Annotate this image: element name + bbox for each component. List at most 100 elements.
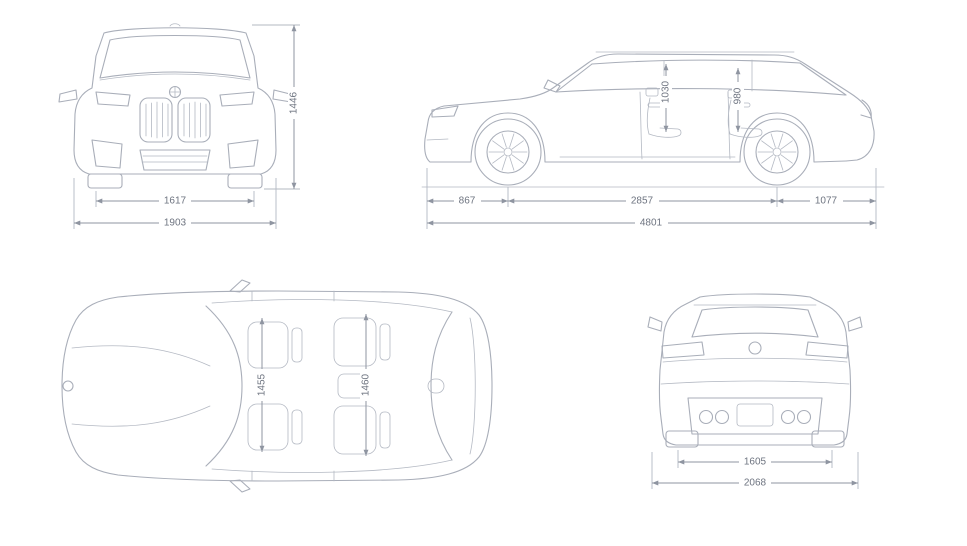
rear-width-label: 2068: [744, 478, 767, 489]
side-front-headrest: [645, 87, 659, 97]
front-intake-mesh: [141, 155, 209, 163]
top-front-interior-label-bg: [256, 369, 268, 401]
side-d-pillar: [799, 62, 847, 96]
side-rear-spokes: [757, 133, 797, 171]
rear-tailgate-cut: [662, 357, 848, 363]
side-wheelbase-label: 2857: [631, 196, 654, 207]
top-body-outline: [61, 290, 493, 482]
side-rear-seatback: [727, 99, 732, 135]
rear-track-label: 1605: [744, 457, 767, 468]
side-rear-headroom-label-bg: [732, 82, 744, 110]
top-hood-crease-lower: [71, 405, 211, 427]
top-antenna-fin-icon: [427, 378, 445, 394]
side-wheelbase-label-bg: [626, 195, 659, 207]
rear-view: 1605 2068: [647, 293, 863, 489]
front-headlight-left: [95, 91, 131, 107]
top-rear-window: [430, 311, 453, 461]
top-front-seatback-left: [291, 327, 303, 363]
front-intake-center: [139, 149, 211, 171]
side-rear-overhang-label: 1077: [815, 196, 838, 207]
top-rear-seat-left: [333, 317, 377, 367]
top-front-seatback-right: [291, 409, 303, 445]
front-intake-left: [91, 139, 123, 169]
side-rear-rim: [755, 130, 799, 174]
front-wheel-right: [227, 173, 263, 189]
side-window-top: [591, 59, 801, 65]
rear-exhaust-left-inner: [714, 409, 730, 425]
side-body-bottom: [429, 112, 847, 163]
rear-taillight-left: [661, 341, 705, 359]
side-rear-hub: [772, 147, 782, 157]
top-front-seat-left: [247, 321, 289, 369]
top-mirror-upper: [229, 279, 251, 293]
top-rear-seatback-left: [379, 323, 391, 361]
top-view: 1455 1460: [61, 279, 493, 493]
front-track-label: 1617: [164, 196, 187, 207]
side-front-headroom-label: 1030: [661, 80, 672, 103]
rear-wheel-left: [665, 430, 699, 448]
front-height-label: 1446: [289, 91, 300, 114]
front-width-label-bg: [159, 217, 191, 229]
top-front-interior-label: 1455: [257, 373, 268, 396]
side-headlight: [431, 105, 459, 118]
rear-exhaust-left-outer: [698, 409, 714, 425]
front-mirror-left: [58, 89, 78, 103]
front-antenna-icon: [169, 23, 181, 27]
rear-exhaust-right-inner: [780, 409, 796, 425]
front-hood-crease: [99, 73, 251, 81]
side-rear-light: [860, 99, 872, 119]
side-front-overhang-label-bg: [454, 195, 481, 207]
top-roof-edge-upper: [211, 299, 453, 313]
top-rear-interior-label: 1460: [361, 373, 372, 396]
side-front-seat-cushion: [648, 127, 682, 138]
side-body-outline: [424, 53, 875, 163]
front-body-outline: [73, 27, 277, 175]
side-rear-overhang-label-bg: [810, 195, 843, 207]
rear-taillight-right: [805, 341, 849, 359]
side-front-overhang-label: 867: [459, 196, 476, 207]
rear-body-outline: [658, 293, 852, 446]
front-height-label-bg: [288, 87, 300, 119]
rear-window: [691, 306, 819, 338]
top-roof-edge-lower: [211, 459, 453, 473]
side-front-bumper-line: [426, 138, 449, 141]
rear-roundel-icon: [748, 341, 762, 355]
rear-bumper-top-line: [660, 380, 850, 385]
front-roundel-icon: [168, 85, 182, 99]
front-windshield: [99, 34, 251, 79]
front-track-label-bg: [159, 195, 191, 207]
top-front-seat-right: [247, 403, 289, 451]
top-rear-seat-right: [333, 405, 377, 455]
front-kidney-grille-right: [177, 97, 211, 143]
side-front-seatback: [646, 97, 651, 135]
top-windshield: [205, 305, 243, 467]
front-wheel-left: [87, 173, 123, 189]
side-front-hub: [503, 147, 513, 157]
rear-mirror-left: [647, 316, 663, 332]
front-headlight-right: [219, 91, 255, 107]
top-rear-seatback-right: [379, 411, 391, 449]
rear-wheel-right: [811, 430, 845, 448]
front-roundel-cross: [169, 86, 181, 98]
side-length-label-bg: [635, 217, 668, 229]
front-width-label: 1903: [164, 218, 187, 229]
rear-diffuser: [687, 397, 823, 435]
front-kidney-grille-left: [139, 97, 173, 143]
side-length-label: 4801: [640, 218, 663, 229]
side-beltline: [555, 88, 846, 96]
top-rear-interior-label-bg: [360, 369, 372, 401]
front-grille-slats: [145, 101, 207, 139]
side-front-tire: [474, 118, 542, 186]
rear-diffuser-center: [736, 403, 774, 427]
side-rear-seat-cushion: [729, 127, 763, 138]
top-mirror-lower: [229, 479, 251, 493]
top-hood-crease-upper: [71, 345, 211, 367]
rear-exhaust-right-outer: [796, 409, 812, 425]
side-front-rim: [486, 130, 530, 174]
side-mirror: [543, 79, 561, 93]
rear-width-label-bg: [739, 477, 771, 489]
side-front-spokes: [488, 133, 528, 171]
top-tailgate-line: [469, 317, 476, 455]
